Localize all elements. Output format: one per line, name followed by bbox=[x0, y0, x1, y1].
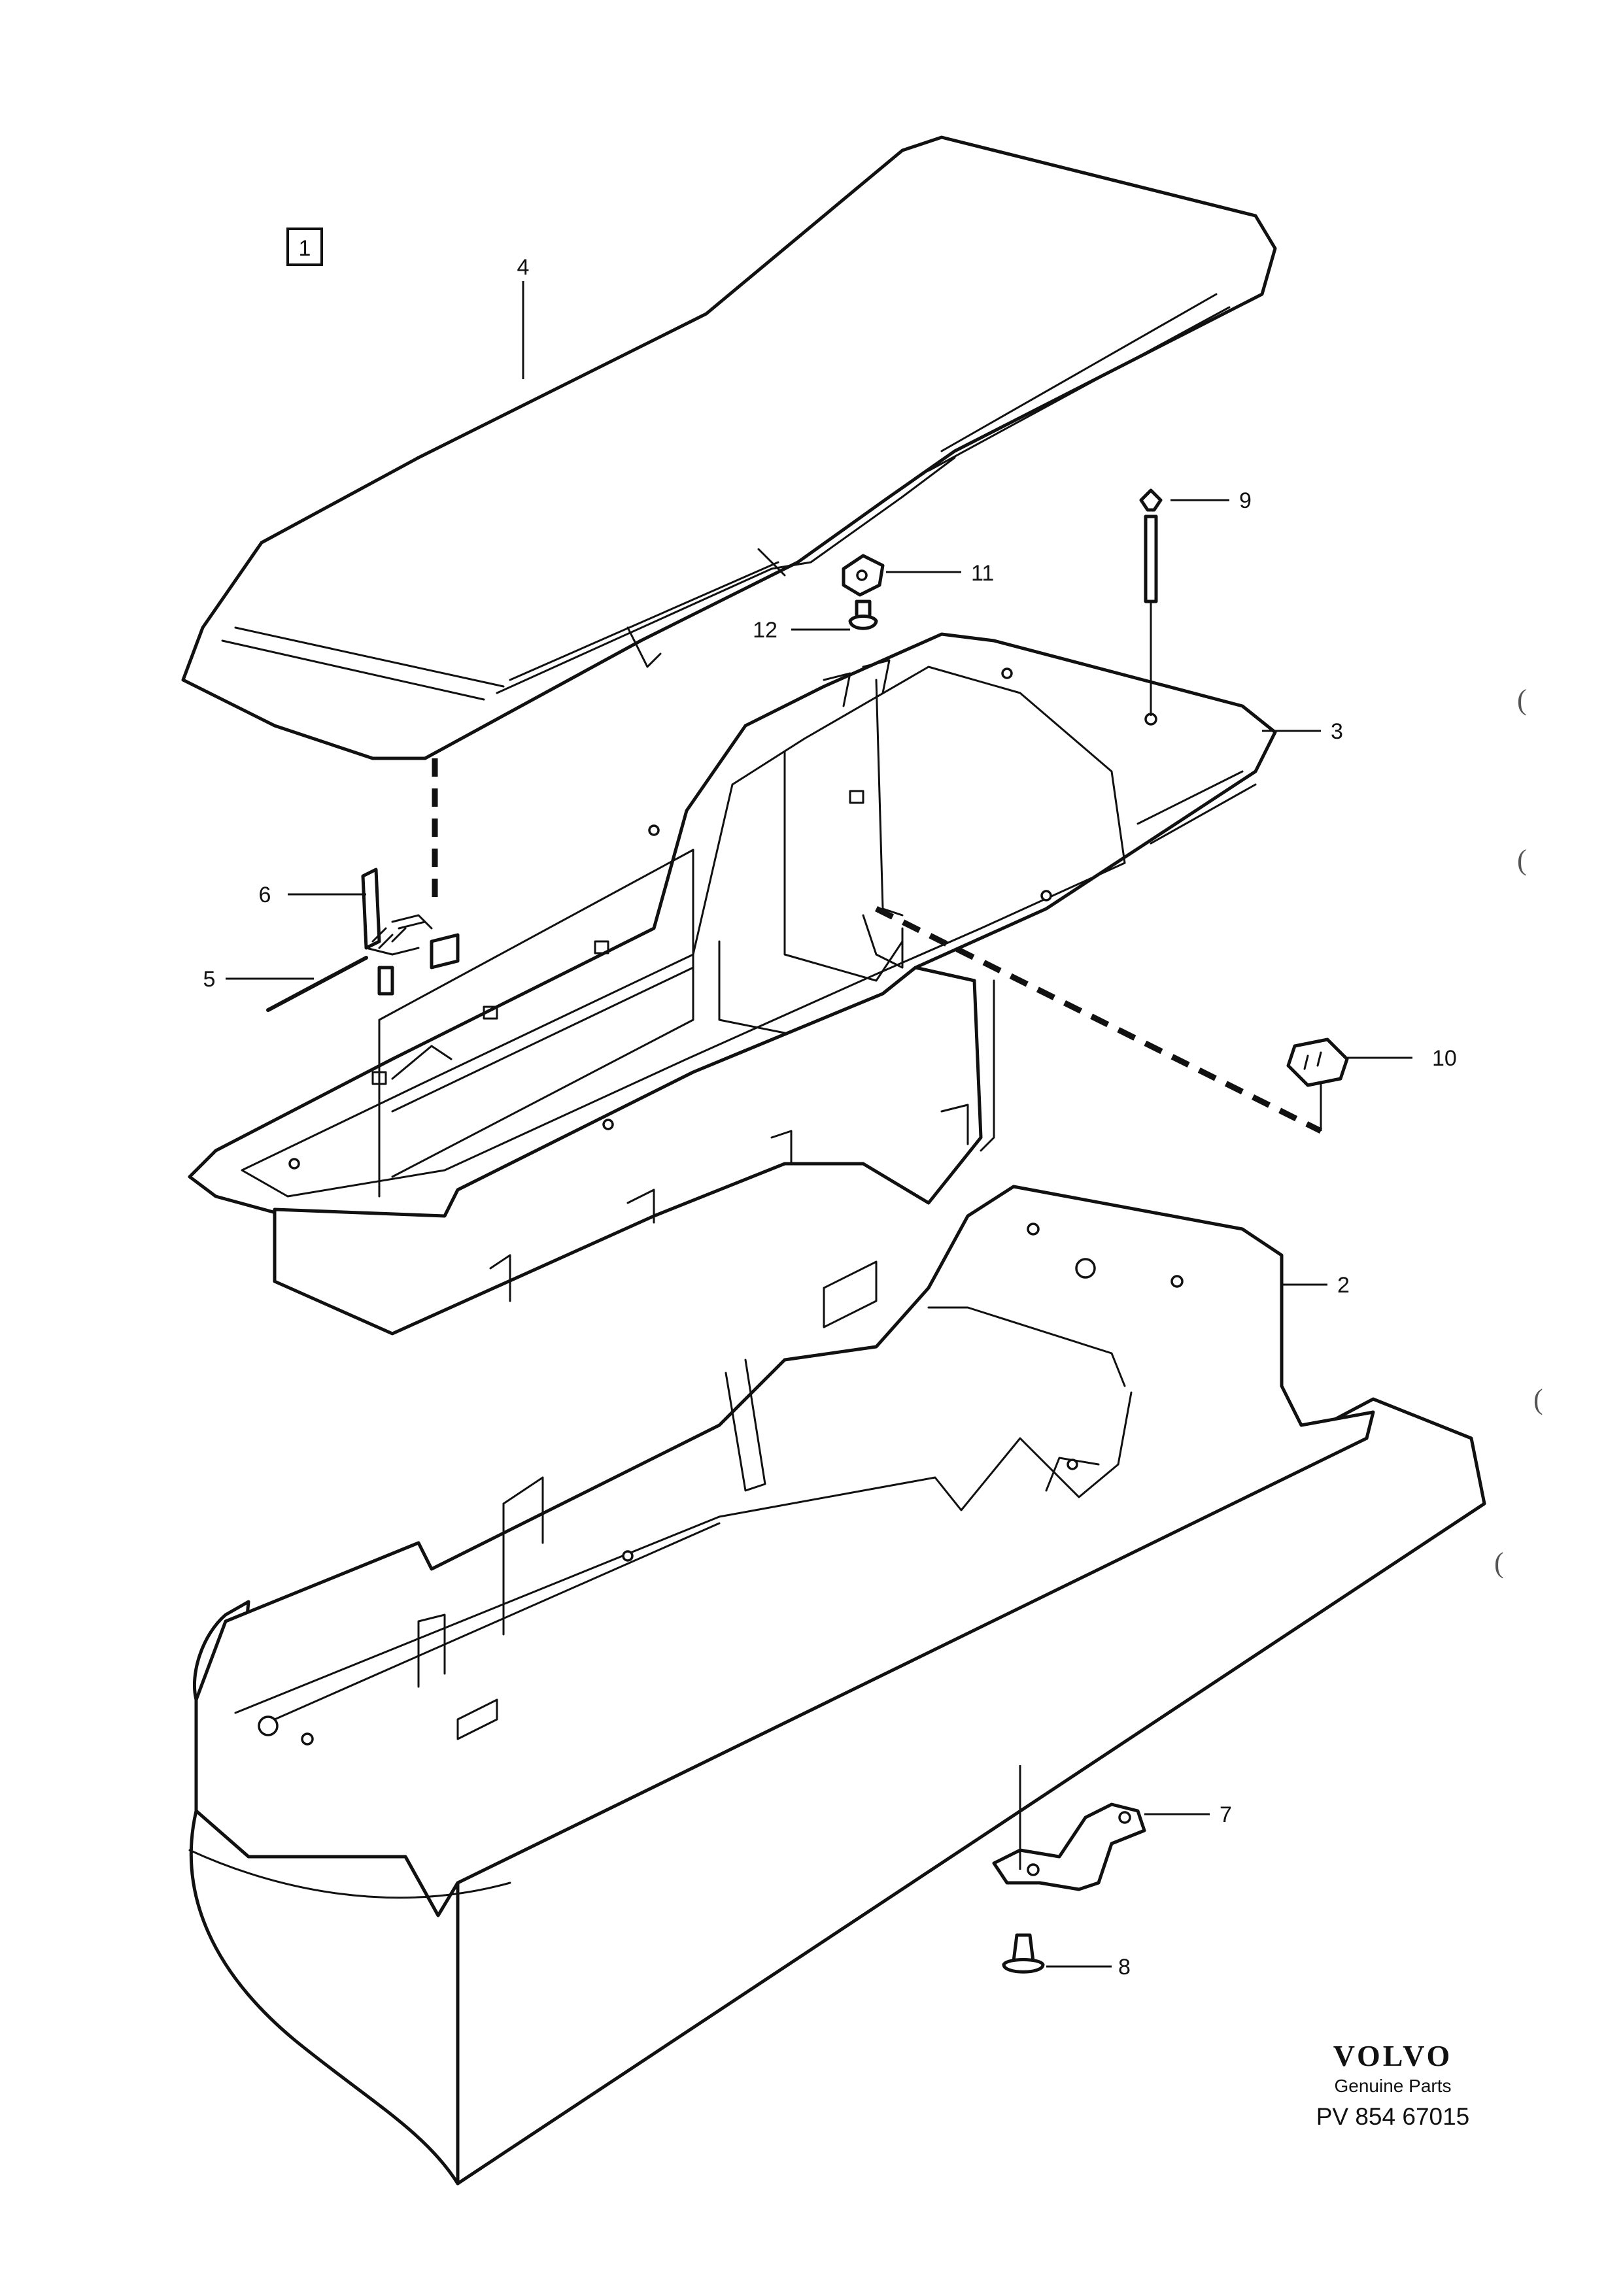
callout-number-5: 5 bbox=[203, 967, 216, 992]
part-2-lower-console bbox=[188, 1185, 1486, 2186]
volvo-logo: VOLVO bbox=[1333, 2039, 1453, 2072]
part-9-stud bbox=[1139, 488, 1163, 716]
assembly-line-clip-10 bbox=[874, 905, 1323, 1134]
genuine-parts-label: Genuine Parts bbox=[1335, 2076, 1452, 2096]
callout-number-6: 6 bbox=[259, 883, 271, 907]
part-5-pin bbox=[266, 956, 368, 1012]
callout-number-7: 7 bbox=[1220, 1802, 1232, 1827]
callout-10: 10 bbox=[1347, 1046, 1457, 1071]
figure-reference-number: 1 bbox=[299, 236, 311, 261]
margin-mark: ( bbox=[1494, 1547, 1504, 1579]
callout-number-8: 8 bbox=[1118, 1955, 1131, 1980]
margin-mark: ( bbox=[1517, 844, 1527, 876]
callout-number-2: 2 bbox=[1337, 1273, 1350, 1298]
margin-mark: ( bbox=[1533, 1383, 1543, 1415]
part-4-lid bbox=[181, 135, 1277, 760]
callout-6: 6 bbox=[259, 883, 366, 907]
brand-block: VOLVO Genuine Parts PV 854 67015 bbox=[1316, 2039, 1470, 2130]
callout-11: 11 bbox=[886, 561, 994, 586]
callout-number-3: 3 bbox=[1331, 719, 1343, 744]
callout-number-9: 9 bbox=[1239, 488, 1252, 513]
callout-number-4: 4 bbox=[517, 255, 530, 280]
figure-reference: 1 bbox=[286, 228, 323, 266]
callout-3: 3 bbox=[1262, 719, 1343, 744]
callout-number-12: 12 bbox=[753, 618, 777, 643]
part-11-nut bbox=[842, 554, 885, 597]
margin-mark: ( bbox=[1517, 684, 1527, 716]
callout-number-10: 10 bbox=[1432, 1046, 1457, 1071]
part-6-hinge-bracket bbox=[361, 868, 460, 996]
callout-7: 7 bbox=[1144, 1802, 1232, 1827]
callout-8: 8 bbox=[1046, 1955, 1131, 1980]
callout-12: 12 bbox=[753, 618, 850, 643]
part-illustration-code: PV 854 67015 bbox=[1316, 2103, 1470, 2130]
callout-9: 9 bbox=[1170, 488, 1252, 513]
callout-4: 4 bbox=[517, 255, 530, 379]
part-7-bracket bbox=[992, 1765, 1146, 1891]
part-8-screw bbox=[1002, 1933, 1045, 1974]
callout-number-11: 11 bbox=[971, 561, 994, 586]
part-12-screw bbox=[848, 599, 878, 630]
callout-5: 5 bbox=[203, 967, 314, 992]
callout-2: 2 bbox=[1282, 1273, 1350, 1298]
part-3-storage-tray bbox=[188, 632, 1277, 1336]
part-10-clip bbox=[1286, 1038, 1349, 1087]
